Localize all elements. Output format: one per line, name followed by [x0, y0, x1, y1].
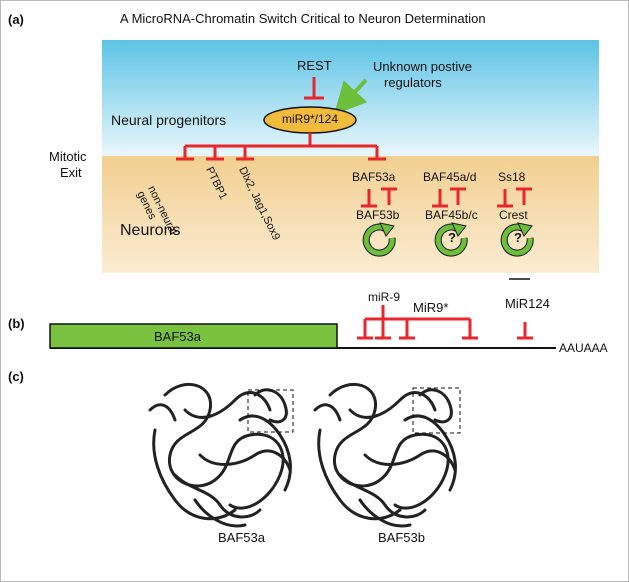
mirna-sites — [357, 305, 533, 340]
neurons-label: Neurons — [120, 222, 181, 239]
rest-inhibition — [304, 77, 324, 100]
cycle-mark-2: ? — [448, 230, 456, 245]
panel-b-label: (b) — [8, 316, 25, 331]
panel-a-label: (a) — [8, 12, 24, 27]
mir9-star-label: MiR9* — [413, 300, 449, 315]
structure-label-2: BAF53b — [378, 530, 425, 545]
cycle-arrow-icon — [362, 222, 396, 257]
protein-structure-baf53a — [148, 382, 292, 528]
mirna-target-tree — [176, 133, 386, 161]
baf-pair-symbols — [361, 187, 532, 208]
protein-structure-baf53b — [313, 382, 457, 528]
rest-label: REST — [297, 58, 332, 73]
mitotic-exit-line-1: Mitotic — [49, 149, 87, 164]
gene-label: BAF53a — [154, 329, 201, 344]
mir9-label: miR-9 — [368, 290, 400, 304]
mirna-node-label: miR9*/124 — [282, 112, 339, 126]
baf-pair-top-1: BAF53a — [352, 170, 396, 184]
cycle-arrow-icon — [500, 222, 534, 257]
mir124-label: MiR124 — [505, 296, 550, 311]
baf-pair-bottom-2: BAF45b/c — [425, 208, 478, 222]
panel-c-label: (c) — [8, 369, 24, 384]
baf-pair-bottom-3: Crest — [499, 208, 528, 222]
neural-progenitors-label: Neural progenitors — [111, 112, 227, 128]
highlight-box — [247, 389, 294, 433]
cycle-mark-3: ? — [514, 230, 522, 245]
unknown-regulators-line-1: Unknown postive — [373, 59, 472, 74]
figure-title: A MicroRNA-Chromatin Switch Critical to … — [120, 11, 486, 26]
polya-label: AAUAAA — [559, 341, 608, 355]
baf-pair-top-3: Ss18 — [498, 170, 526, 184]
mitotic-exit-line-2: Exit — [60, 165, 82, 180]
cycle-arrow-icon — [434, 222, 468, 257]
structure-label-1: BAF53a — [218, 530, 265, 545]
unknown-regulator-arrow — [333, 78, 368, 115]
baf-pair-top-2: BAF45a/d — [423, 170, 477, 184]
highlight-box — [412, 387, 461, 434]
unknown-regulators-line-2: regulators — [384, 75, 442, 90]
gene-box — [49, 323, 338, 349]
baf-pair-bottom-1: BAF53b — [356, 208, 400, 222]
